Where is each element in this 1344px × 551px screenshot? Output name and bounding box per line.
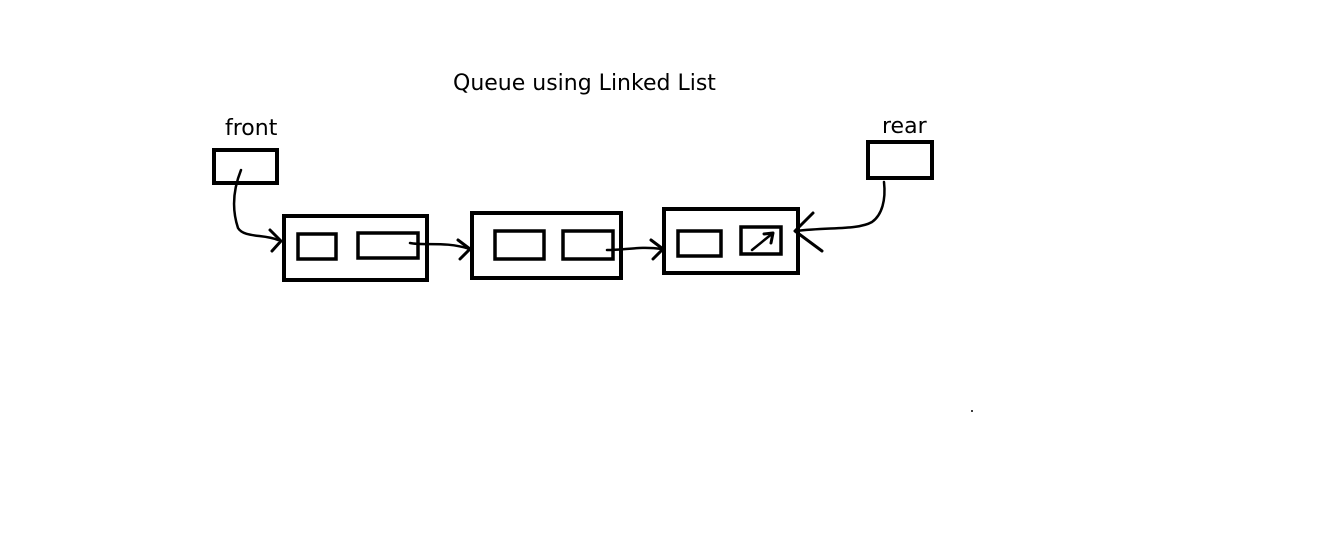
front-to-node-1-arrow xyxy=(232,168,280,242)
node-2-to-node-3-arrow xyxy=(605,246,664,252)
diagram-title: Queue using Linked List xyxy=(453,71,716,96)
null-pointer-slash-head xyxy=(762,231,775,245)
queue-node-3 xyxy=(662,207,800,275)
node-2-next-field xyxy=(561,229,615,261)
node-2-box xyxy=(470,211,623,280)
queue-node-1 xyxy=(282,214,429,282)
front-label: front xyxy=(225,116,278,141)
front-pointer-box xyxy=(212,148,279,185)
rear-label: rear xyxy=(882,114,928,139)
node-1-to-node-2-arrow xyxy=(408,241,472,251)
node-1-to-node-2-arrow-head xyxy=(456,238,472,261)
node-1-next-field xyxy=(356,231,420,260)
rear-pointer-box xyxy=(866,140,934,180)
rear-arrow-head xyxy=(793,211,824,253)
front-pointer: front xyxy=(212,116,283,253)
node-3-next-field xyxy=(739,225,783,256)
queue-node-2 xyxy=(470,211,623,280)
null-pointer-slash xyxy=(750,231,775,252)
rear-to-node-3-arrow xyxy=(794,180,886,233)
node-2-data-field xyxy=(493,229,546,261)
rear-pointer: rear xyxy=(793,114,934,253)
node-1-data-field xyxy=(296,232,338,261)
stray-dot xyxy=(971,410,973,412)
front-arrow-head xyxy=(268,228,283,253)
node-3-box xyxy=(662,207,800,275)
node-3-data-field xyxy=(676,229,723,258)
node-1-box xyxy=(282,214,429,282)
